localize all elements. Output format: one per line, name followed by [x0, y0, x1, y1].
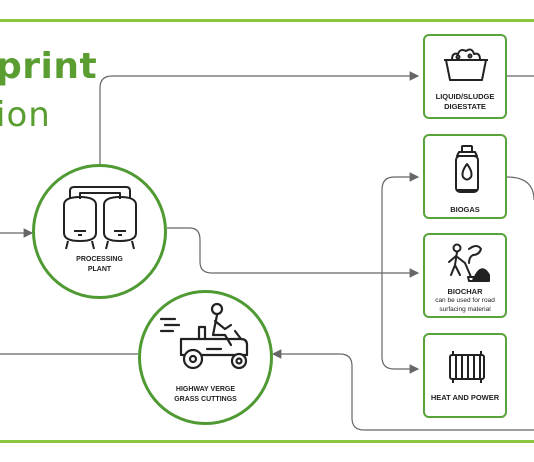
- grass-label-2: GRASS CUTTINGS: [174, 396, 237, 403]
- top-border: [0, 19, 534, 22]
- node-grass-cuttings: HIGHWAY VERGE GRASS CUTTINGS: [138, 290, 273, 425]
- radiator-icon: [449, 351, 485, 383]
- arrow-plant-to-digestate: [99, 71, 420, 166]
- node-processing-plant: PROCESSING PLANT: [32, 164, 167, 299]
- node-biogas: BIOGAS: [423, 134, 507, 219]
- line-biogas-out: [506, 176, 534, 201]
- node-liquid-digestate: LIQUID/SLUDGE DIGESTATE: [423, 34, 507, 119]
- tanks-icon: [63, 186, 137, 250]
- grass-label-1: HIGHWAY VERGE: [175, 386, 236, 393]
- gas-cylinder-icon: [455, 145, 479, 193]
- tub-icon: [444, 48, 488, 81]
- biochar-note-1: can be used for road: [435, 297, 495, 304]
- biochar-label: BIOCHAR: [447, 287, 483, 296]
- node-biochar: BIOCHAR can be used for road surfacing m…: [423, 233, 507, 318]
- heat-power-label: HEAT AND POWER: [430, 393, 500, 402]
- line-branch-trunk: [381, 176, 420, 374]
- biogas-label: BIOGAS: [450, 205, 480, 214]
- shovel-worker-icon: [448, 243, 490, 282]
- mower-icon: [159, 302, 249, 370]
- plant-label-1: PROCESSING: [76, 256, 123, 263]
- node-heat-power: HEAT AND POWER: [423, 333, 507, 418]
- title-line-1: print: [0, 46, 98, 87]
- bottom-border: [0, 440, 534, 443]
- line-return-loop: [271, 349, 534, 431]
- title-line-2: ion: [0, 95, 51, 135]
- digestate-label-1: LIQUID/SLUDGE: [435, 92, 495, 101]
- digestate-label-2: DIGESTATE: [444, 102, 486, 111]
- arrow-plant-to-biochar: [167, 227, 420, 278]
- biochar-note-2: surfacing material: [439, 306, 491, 313]
- plant-label-2: PLANT: [87, 266, 112, 273]
